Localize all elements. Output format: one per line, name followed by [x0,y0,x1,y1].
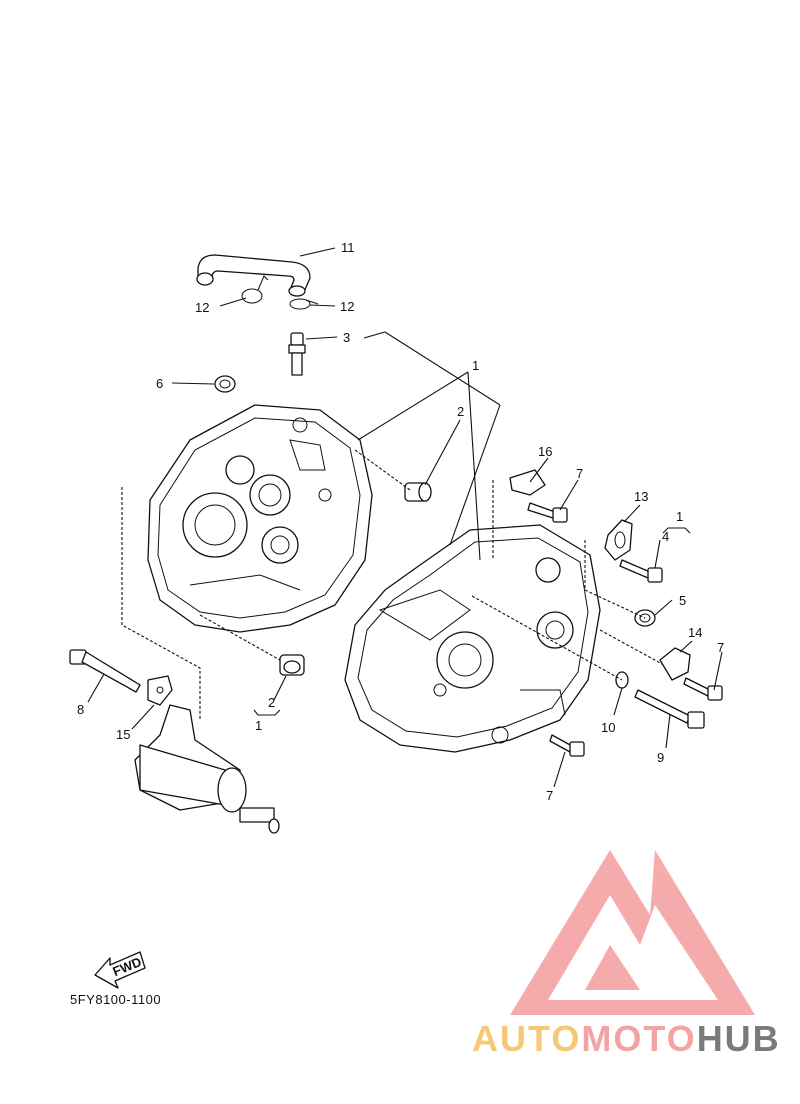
callout-7-right: 7 [717,640,724,655]
brand-part-auto: AUTO [472,1018,582,1059]
callout-1-top: 1 [472,358,479,373]
oil-seal [214,375,236,393]
dowel-pin-upper [404,482,432,502]
callouts: 11 12 12 3 1 6 2 16 7 13 1 4 5 14 7 10 9… [77,240,724,803]
callout-15: 15 [116,727,130,742]
bracket-15 [147,675,173,706]
callout-7-lower: 7 [546,788,553,803]
watermark-logo-icon [510,850,755,1015]
starter-motor [134,704,280,834]
callout-1-lower: 1 [255,718,262,733]
watermark-brand: AUTOMOTOHUB [472,1018,781,1060]
callout-8: 8 [77,702,84,717]
hose-clip-left [241,275,269,304]
callout-9: 9 [657,750,664,765]
callout-4: 4 [662,529,669,544]
callout-14: 14 [688,625,702,640]
callout-12-left: 12 [195,300,209,315]
callout-7-upper: 7 [576,466,583,481]
forward-arrow-icon: FWD [94,951,146,989]
callout-2-lower: 2 [268,695,275,710]
callout-2-top: 2 [457,404,464,419]
leader-lines [87,247,723,788]
brand-part-hub: HUB [696,1018,781,1059]
hose-clip-right [289,298,319,310]
callout-11: 11 [341,240,355,255]
callout-3: 3 [343,330,350,345]
callout-12-right: 12 [340,299,354,314]
callout-10: 10 [601,720,615,735]
dowel-pin-lower [279,654,305,676]
clamp-16 [509,469,546,496]
crankcase-left [147,404,373,633]
bolt-9 [634,689,705,729]
cover-14 [659,647,691,681]
callout-5: 5 [679,593,686,608]
callout-16: 16 [538,444,552,459]
diagram-code: 5FY8100-1100 [70,992,162,1007]
hose-fitting [288,332,306,376]
crankcase-right [344,524,601,753]
brand-part-moto: MOTO [581,1018,697,1059]
callout-13: 13 [634,489,648,504]
bolt-8 [69,649,141,693]
callout-1-right: 1 [676,509,683,524]
bolt-7-upper [527,502,568,523]
callout-6: 6 [156,376,163,391]
bolt-7-lower [549,734,585,757]
plate-13 [604,519,633,561]
breather-hose [196,254,311,297]
